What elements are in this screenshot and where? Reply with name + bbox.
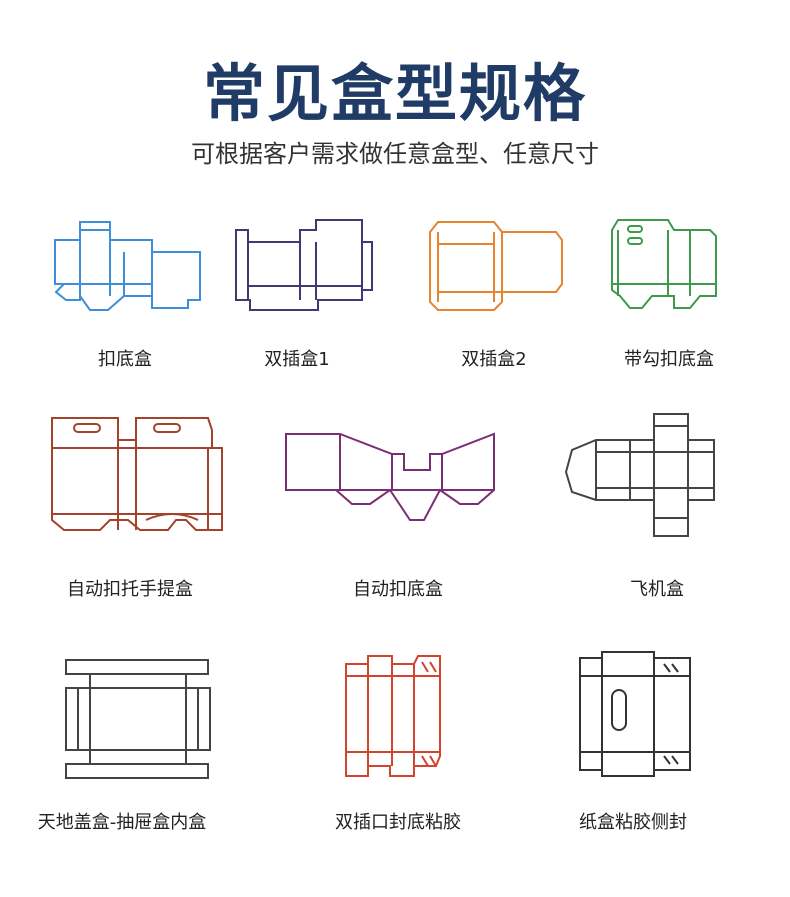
page-subtitle: 可根据客户需求做任意盒型、任意尺寸 bbox=[191, 140, 599, 168]
tuck-bottom-box-dieline-icon bbox=[54, 221, 201, 311]
auto-lock-bottom-box-dieline-icon bbox=[285, 432, 495, 521]
box-type-label: 自动扣托手提盒 bbox=[67, 579, 193, 600]
double-tuck-box-dieline-icon bbox=[235, 219, 373, 311]
box-type-label: 纸盒粘胶侧封 bbox=[579, 812, 687, 833]
mailer-box-dieline-icon bbox=[564, 413, 715, 537]
side-glued-carton-dieline-icon bbox=[579, 651, 691, 777]
double-tuck-box-alt-dieline-icon bbox=[429, 221, 563, 311]
hook-tuck-bottom-box-dieline-icon bbox=[611, 219, 717, 309]
box-type-label: 双插口封底粘胶 bbox=[335, 812, 461, 833]
page-title: 常见盒型规格 bbox=[202, 57, 587, 130]
auto-lock-handle-box-dieline-icon bbox=[51, 417, 223, 531]
lid-base-drawer-box-dieline-icon bbox=[65, 659, 211, 779]
box-type-label: 飞机盒 bbox=[630, 579, 684, 600]
glued-bottom-tuck-box-dieline-icon bbox=[345, 655, 441, 777]
box-type-label: 自动扣底盒 bbox=[353, 579, 443, 600]
box-type-label: 带勾扣底盒 bbox=[624, 349, 714, 370]
box-type-label: 扣底盒 bbox=[98, 349, 152, 370]
box-type-label: 天地盖盒-抽屉盒内盒 bbox=[37, 812, 207, 833]
box-type-label: 双插盒2 bbox=[461, 349, 527, 370]
box-type-label: 双插盒1 bbox=[264, 349, 330, 370]
